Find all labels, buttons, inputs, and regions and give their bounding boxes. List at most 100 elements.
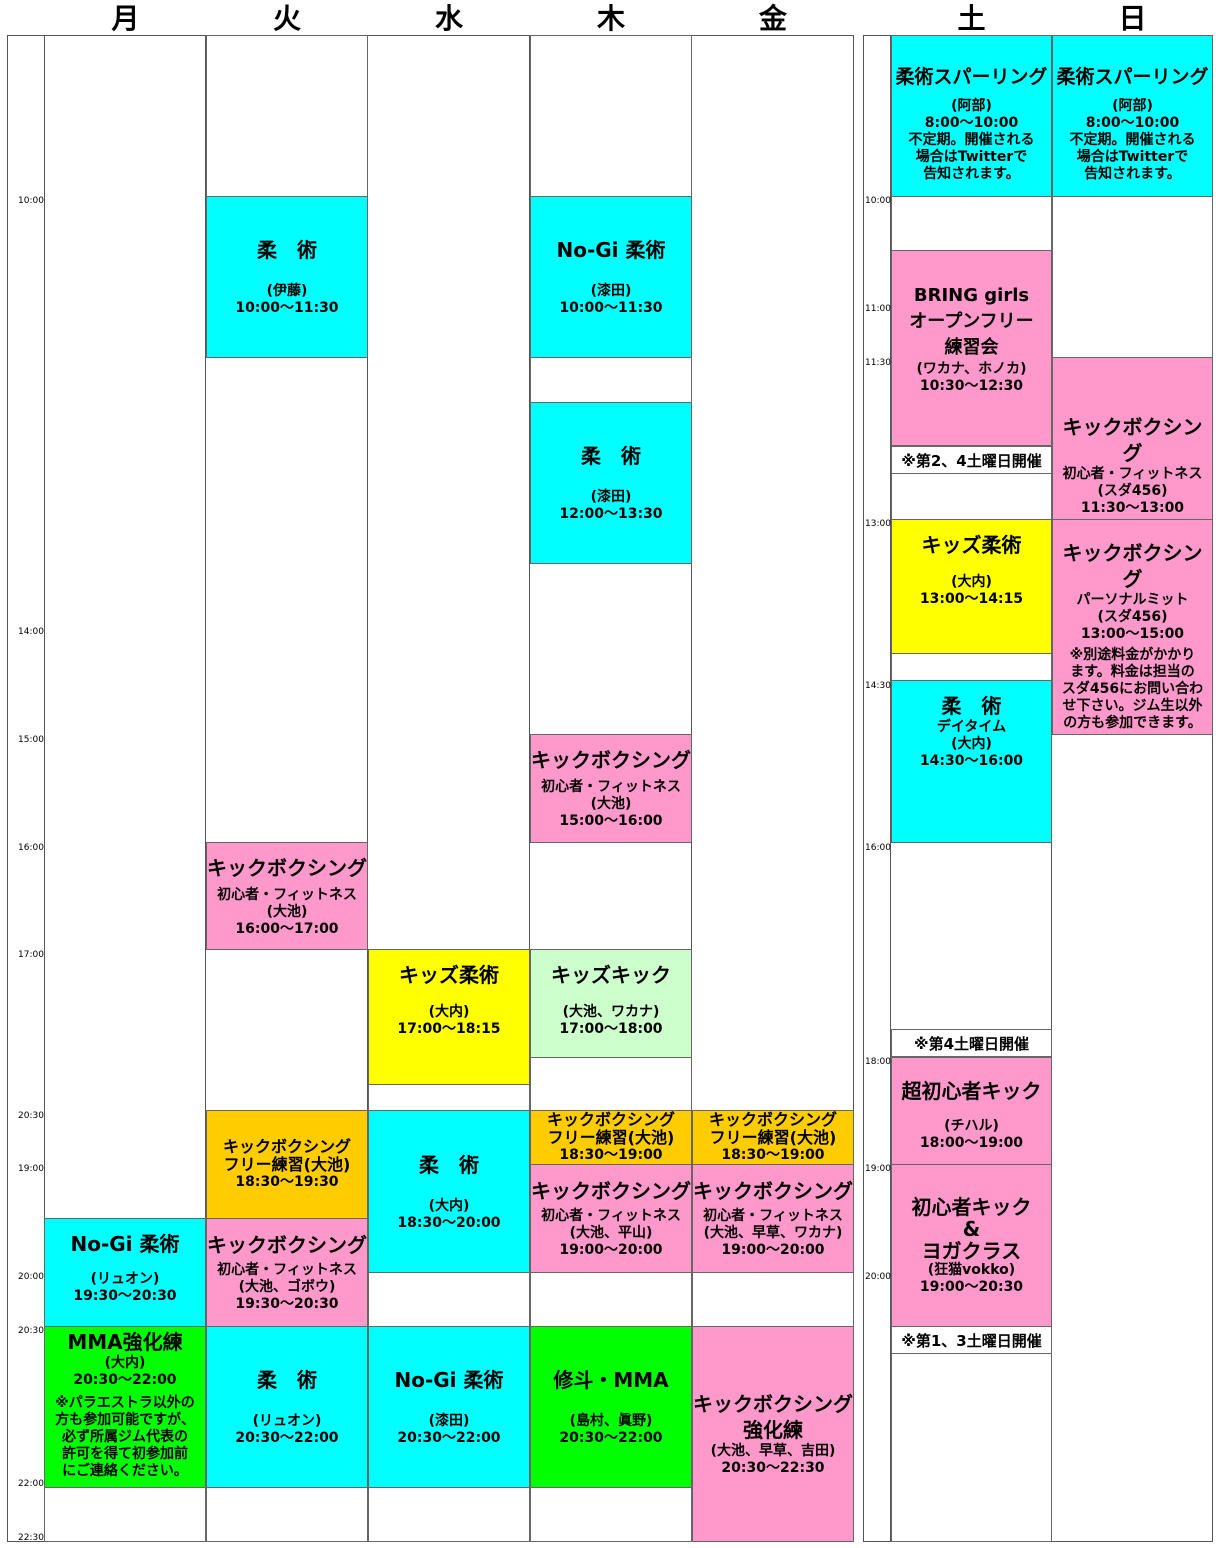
class-details: 初心者・フィットネス (大池、平山) 19:00〜20:00 (541, 1208, 681, 1258)
empty-cell (530, 1057, 692, 1111)
class-block-fri-kickboxing-advanced[interactable]: キックボクシング 強化練 (大池、早草、吉田) 20:30〜22:30 (692, 1326, 854, 1542)
class-block-wed-kids-jujutsu[interactable]: キッズ柔術 (大内) 17:00〜18:15 (368, 949, 530, 1085)
time-label: 15:00 (18, 735, 44, 745)
class-details: 初心者・フィットネス (大池) 16:00〜17:00 (217, 886, 357, 937)
time-label: 14:00 (18, 627, 44, 637)
empty-cell (891, 473, 1052, 520)
class-details: (チハル) 18:00〜19:00 (919, 1118, 1024, 1151)
time-label: 18:00 (865, 1057, 891, 1067)
class-block-thu-kickboxing-free[interactable]: キックボクシング フリー練習(大池) 18:30〜19:00 (530, 1110, 692, 1165)
sat-note-2nd-4th: ※第2、4土曜日開催 (891, 446, 1052, 474)
class-title: キックボクシング (531, 1179, 691, 1203)
time-label: 16:00 (865, 843, 891, 853)
class-block-sat-kids-jujutsu[interactable]: キッズ柔術 (大内) 13:00〜14:15 (891, 519, 1052, 654)
sat-note-1st-3rd: ※第1、3土曜日開催 (891, 1326, 1052, 1354)
class-title: No-Gi 柔術 (556, 238, 666, 262)
class-block-sun-kickboxing-beginner[interactable]: キックボクシング 初心者・フィットネス (スダ456) 11:30〜13:00 (1052, 357, 1213, 520)
col-divider (367, 35, 368, 1542)
class-details: 初心者・フィットネス (大池、早草、ワカナ) 19:00〜20:00 (703, 1208, 843, 1258)
day-header-tue: 火 (272, 2, 301, 35)
class-title: キックボクシング (1062, 541, 1203, 591)
empty-cell (44, 1487, 206, 1542)
class-details: (大内) 18:30〜20:00 (397, 1197, 501, 1231)
day-header-wed: 水 (434, 2, 463, 35)
class-block-sat-bring-girls[interactable]: BRING girls オープンフリー 練習会 (ワカナ、ホノカ) 10:30〜… (891, 250, 1052, 446)
class-block-sat-jujutsu-sparring[interactable]: 柔術スパーリング (阿部) 8:00〜10:00 不定期。開催される 場合はTw… (891, 35, 1052, 197)
class-title: 柔 術 (419, 1152, 479, 1177)
class-details: (漆田) 10:00〜11:30 (559, 283, 663, 316)
time-label: 13:00 (865, 519, 891, 529)
class-title: 柔 術 (941, 694, 1002, 718)
class-block-thu-kickboxing-beginner[interactable]: キックボクシング 初心者・フィットネス (大池) 15:00〜16:00 (530, 734, 692, 843)
class-note: ※パラエストラ以外の 方も参加可能ですが、 必ず所属ジム代表の 許可を得て初参加… (55, 1395, 195, 1479)
class-details: (漆田) 20:30〜22:00 (397, 1413, 501, 1446)
class-details: (大池、ワカナ) 17:00〜18:00 (559, 1004, 663, 1037)
class-block-tue-jujutsu-pm[interactable]: 柔 術 (リュオン) 20:30〜22:00 (206, 1326, 368, 1488)
class-block-thu-shooto-mma[interactable]: 修斗・MMA (島村、眞野) 20:30〜22:00 (530, 1326, 692, 1488)
class-title: No-Gi 柔術 (394, 1368, 504, 1392)
class-block-tue-jujutsu-am[interactable]: 柔 術 (伊藤) 10:00〜11:30 (206, 196, 368, 358)
class-block-thu-kids-kick[interactable]: キッズキック (大池、ワカナ) 17:00〜18:00 (530, 949, 692, 1058)
class-details: (漆田) 12:00〜13:30 (559, 489, 663, 522)
class-details: (伊藤) 10:00〜11:30 (235, 283, 339, 316)
class-block-mon-nogi-jujutsu[interactable]: No-Gi 柔術 (リュオン) 19:30〜20:30 (44, 1218, 206, 1327)
empty-cell (206, 35, 368, 197)
empty-cell (530, 1272, 692, 1327)
class-details: 18:30〜19:30 (235, 1174, 339, 1190)
class-title: キックボクシング (207, 1233, 367, 1257)
class-title: キックボクシング フリー練習(大池) (546, 1110, 675, 1147)
time-label: 11:00 (865, 304, 891, 314)
empty-cell (530, 35, 692, 197)
empty-cell (891, 1353, 1052, 1542)
time-label: 10:00 (18, 196, 44, 206)
class-block-fri-kickboxing-free[interactable]: キックボクシング フリー練習(大池) 18:30〜19:00 (692, 1110, 854, 1165)
empty-cell (530, 1487, 692, 1542)
class-title: 超初心者キック (901, 1079, 1042, 1103)
class-block-fri-kickboxing-beginner[interactable]: キックボクシング 初心者・フィットネス (大池、早草、ワカナ) 19:00〜20… (692, 1164, 854, 1273)
time-label: 17:00 (18, 950, 44, 960)
class-details: (ワカナ、ホノカ) 10:30〜12:30 (916, 361, 1027, 394)
day-header-mon: 月 (111, 2, 140, 35)
empty-cell (891, 653, 1052, 681)
class-details: (リュオン) 20:30〜22:00 (235, 1413, 339, 1446)
empty-cell (368, 1487, 530, 1542)
time-label: 20:30 (18, 1326, 44, 1336)
class-details: (島村、眞野) 20:30〜22:00 (559, 1413, 663, 1446)
time-label: 22:30 (18, 1533, 44, 1543)
time-label: 11:30 (865, 358, 891, 368)
class-block-sat-kick-yoga[interactable]: 初心者キック & ヨガクラス (狂猫vokko) 19:00〜20:30 (891, 1164, 1052, 1327)
class-details: (狂猫vokko) 19:00〜20:30 (919, 1261, 1024, 1295)
sat-note-4th: ※第4土曜日開催 (891, 1029, 1052, 1057)
class-details: パーソナルミット (スダ456) 13:00〜15:00 (1076, 592, 1189, 642)
empty-cell (692, 1272, 854, 1327)
class-details: 18:30〜19:00 (721, 1147, 825, 1163)
class-block-tue-kickboxing-evening[interactable]: キックボクシング 初心者・フィットネス (大池、ゴボウ) 19:30〜20:30 (206, 1218, 368, 1327)
class-block-wed-jujutsu[interactable]: 柔 術 (大内) 18:30〜20:00 (368, 1110, 530, 1273)
class-block-sat-jujutsu-daytime[interactable]: 柔 術 デイタイム (大内) 14:30〜16:00 (891, 680, 1052, 843)
class-title: キッズキック (551, 963, 671, 987)
class-title: 柔 術 (257, 1368, 317, 1392)
class-block-sun-jujutsu-sparring[interactable]: 柔術スパーリング (阿部) 8:00〜10:00 不定期。開催される 場合はTw… (1052, 35, 1213, 197)
class-title: BRING girls オープンフリー 練習会 (909, 285, 1034, 358)
class-block-wed-nogi-jujutsu[interactable]: No-Gi 柔術 (漆田) 20:30〜22:00 (368, 1326, 530, 1488)
class-title: 柔 術 (257, 238, 317, 262)
class-block-sat-super-beginner-kick[interactable]: 超初心者キック (チハル) 18:00〜19:00 (891, 1057, 1052, 1165)
empty-cell (206, 1487, 368, 1542)
class-details: (大内) 20:30〜22:00 (73, 1355, 177, 1388)
class-block-thu-nogi-jujutsu[interactable]: No-Gi 柔術 (漆田) 10:00〜11:30 (530, 196, 692, 358)
class-title: キックボクシング (693, 1179, 853, 1203)
class-block-sun-kickboxing-personal[interactable]: キックボクシング パーソナルミット (スダ456) 13:00〜15:00 ※別… (1052, 519, 1213, 735)
class-title: 柔術スパーリング (895, 66, 1048, 88)
empty-cell (1052, 196, 1213, 358)
class-title: キックボクシング (207, 855, 367, 880)
class-block-tue-kickboxing-free[interactable]: キックボクシング フリー練習(大池) 18:30〜19:30 (206, 1110, 368, 1219)
time-label: 20:00 (18, 1272, 44, 1282)
empty-cell (368, 1272, 530, 1327)
class-details: (大内) 13:00〜14:15 (919, 574, 1024, 607)
class-block-tue-kickboxing-beginner[interactable]: キックボクシング 初心者・フィットネス (大池) 16:00〜17:00 (206, 842, 368, 950)
class-block-thu-kickboxing-evening[interactable]: キックボクシング 初心者・フィットネス (大池、平山) 19:00〜20:00 (530, 1164, 692, 1273)
class-block-thu-jujutsu[interactable]: 柔 術 (漆田) 12:00〜13:30 (530, 402, 692, 564)
class-block-mon-mma[interactable]: MMA強化練 (大内) 20:30〜22:00 ※パラエストラ以外の 方も参加可… (44, 1326, 206, 1488)
col-divider (205, 35, 206, 1542)
day-header-fri: 金 (758, 2, 787, 35)
